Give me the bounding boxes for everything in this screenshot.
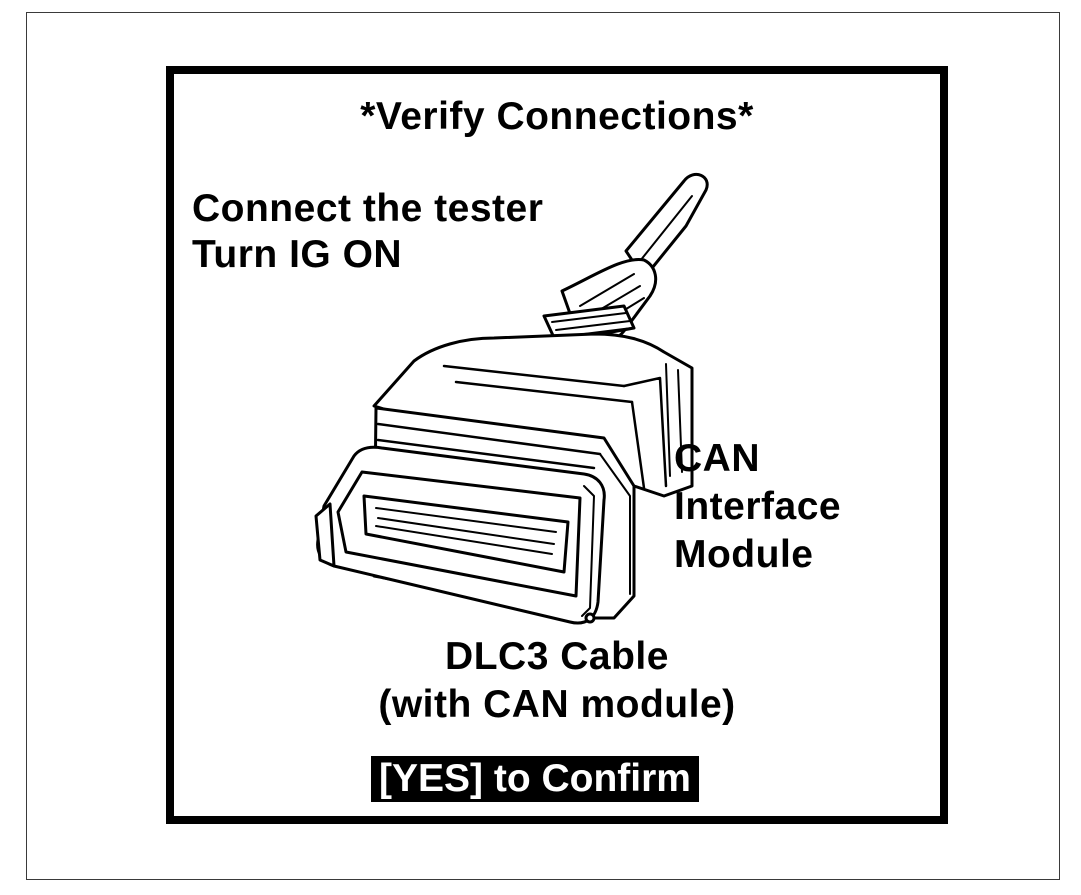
page-title: *Verify Connections* xyxy=(360,95,754,138)
module-label-line-2: Interface xyxy=(674,485,842,528)
yes-confirm-prompt[interactable]: [YES] to Confirm xyxy=(371,756,699,802)
module-label-line-1: CAN xyxy=(674,437,760,480)
instruction-turn-ig-on: Turn IG ON xyxy=(192,233,403,276)
cable-label-line-2: (with CAN module) xyxy=(378,683,736,726)
outer-frame xyxy=(26,12,1060,880)
cable-label-line-1: DLC3 Cable xyxy=(445,635,669,678)
tester-screen: *Verify Connections* Connect the tester … xyxy=(166,66,948,824)
module-label-line-3: Module xyxy=(674,533,814,576)
dlc3-cable-connector-icon xyxy=(314,172,709,625)
instruction-connect-tester: Connect the tester xyxy=(192,187,544,230)
